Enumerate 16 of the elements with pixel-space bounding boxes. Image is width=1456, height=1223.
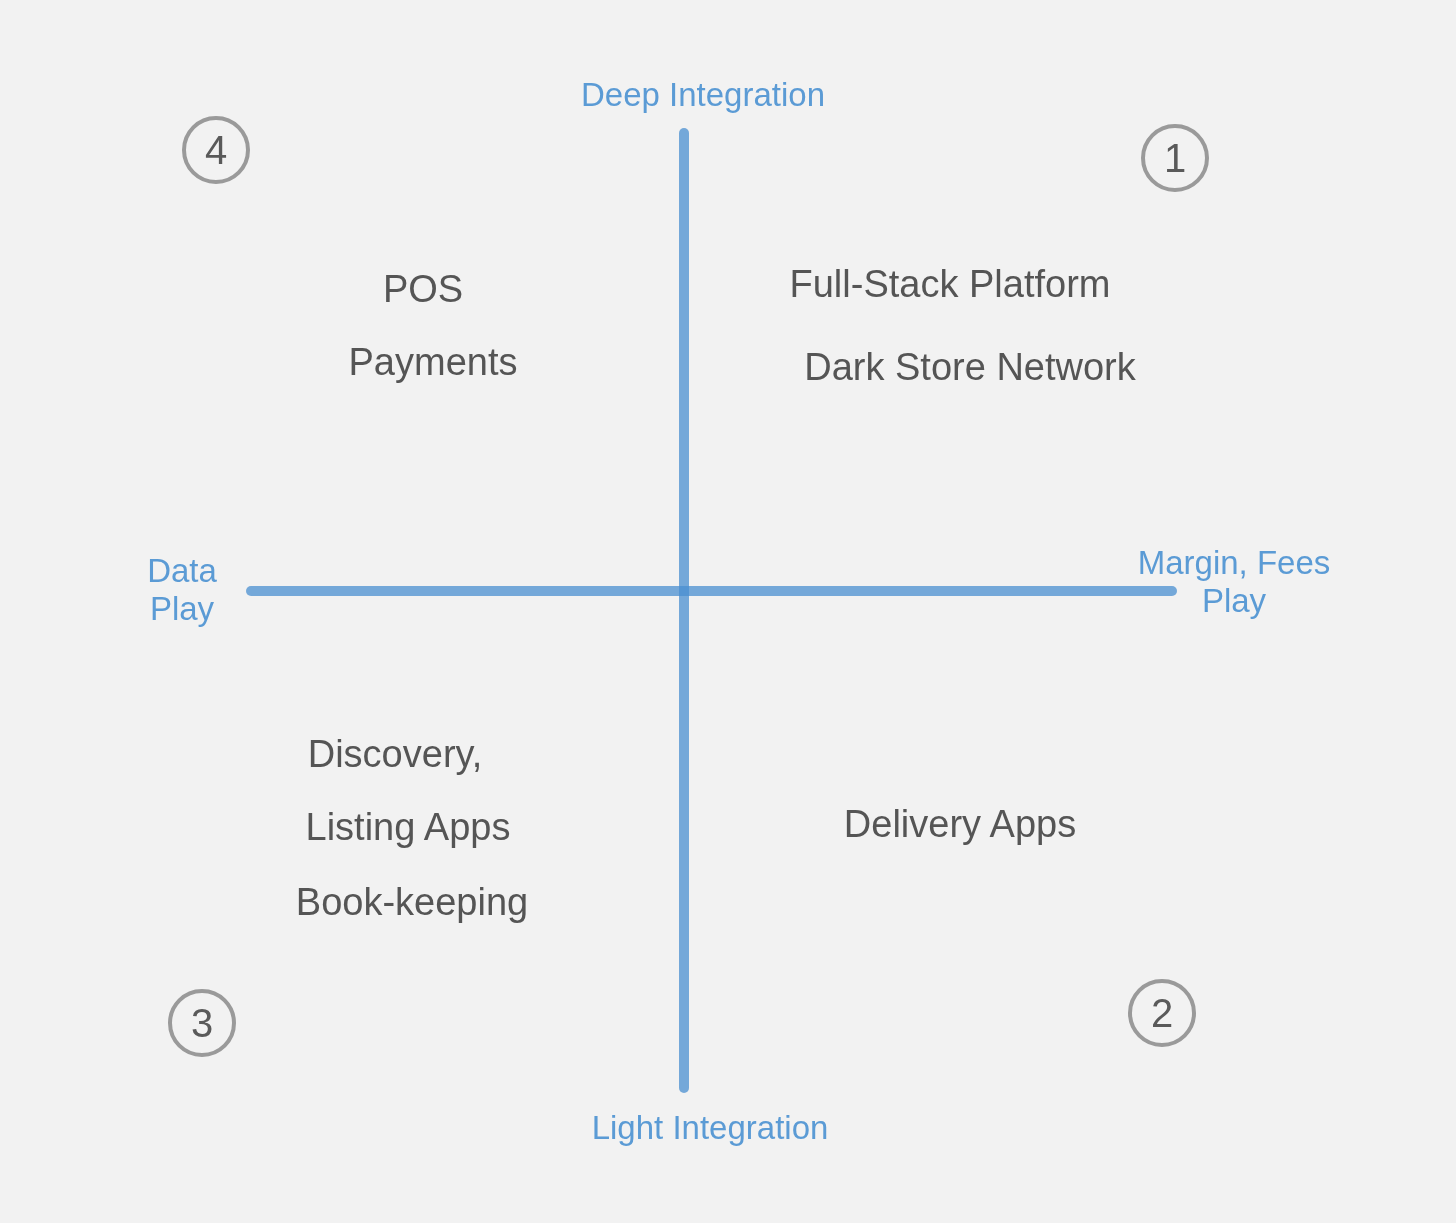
quadrant-label: Book-keeping: [295, 881, 529, 925]
numbered-circle: 3: [168, 989, 236, 1057]
axis-label: Light Integration: [591, 1109, 829, 1147]
numbered-circle: 4: [182, 116, 250, 184]
quadrant-label: Dark Store Network: [804, 346, 1136, 390]
axis-label: Margin, Fees Play: [1136, 544, 1332, 620]
axis-label: Data Play: [146, 552, 218, 628]
quadrant-label: Delivery Apps: [843, 803, 1077, 847]
quadrant-label: Payments: [348, 341, 518, 385]
quadrant-label: Full-Stack Platform: [789, 263, 1111, 307]
quadrant-label: Discovery,: [307, 733, 483, 777]
axis-label: Deep Integration: [581, 76, 825, 114]
quadrant-label: POS: [382, 268, 464, 312]
quadrant-label: Listing Apps: [305, 806, 511, 850]
numbered-circle: 1: [1141, 124, 1209, 192]
numbered-circle: 2: [1128, 979, 1196, 1047]
